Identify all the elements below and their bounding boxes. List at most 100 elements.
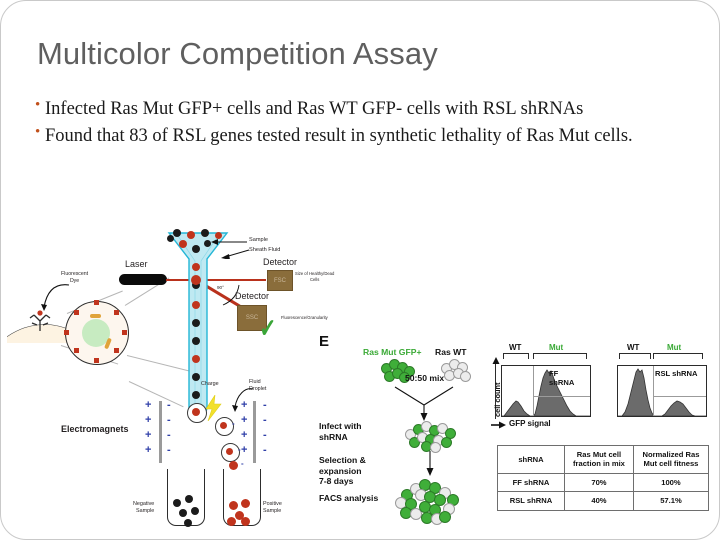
selection-line2: expansion — [319, 465, 362, 476]
sample-cell — [201, 229, 209, 237]
histogram-label-ff-line2: shRNA — [549, 378, 575, 388]
selection-line3: 7-8 days — [319, 476, 354, 487]
cell-in-stream — [192, 281, 200, 289]
figure-area: Fluorescent Dye Laser — [1, 229, 719, 539]
merge-arrow — [394, 386, 454, 421]
list-item: • Found that 83 of RSL genes tested resu… — [35, 123, 681, 149]
collected-cell — [184, 519, 192, 527]
cell-in-stream — [192, 263, 200, 271]
detector-fsc-label: Detector — [263, 257, 298, 267]
falling-cell-charge: - — [241, 459, 244, 468]
mixed-cell-clump-2 — [395, 479, 461, 525]
histogram-label-rsl-line1: RSL shRNA — [655, 369, 698, 378]
cell-shrna: RSL shRNA — [497, 491, 565, 511]
panel-e-workflow: E Ras Mut GFP+ Ras WT — [317, 333, 507, 533]
fsc-description-line2: Cells — [310, 276, 320, 282]
angle-indicator — [222, 284, 240, 306]
gate-bracket-mut — [653, 353, 703, 359]
surface-receptor — [94, 300, 99, 305]
column-header-shrna-line1: shRNA — [518, 454, 544, 464]
magnet-plus: + — [145, 414, 152, 426]
sample-label: Sample — [249, 237, 268, 243]
column-header-fraction-line2: fraction in mix — [573, 459, 625, 469]
cell-fraction: 40% — [564, 491, 634, 511]
negative-sample-line2: Sample — [136, 508, 155, 515]
sample-pointer — [211, 239, 247, 245]
collected-cell — [191, 507, 199, 515]
collected-cell — [241, 517, 250, 526]
ras-mut-label: Ras Mut GFP+ — [363, 347, 422, 357]
facs-histograms: cell count GFP signal WT Mut — [485, 343, 717, 435]
cell-shrna: FF shRNA — [497, 472, 565, 493]
gate-label-mut: Mut — [667, 343, 682, 352]
magnet-plate-right — [253, 401, 256, 463]
column-header-fitness-line1: Normalized Ras — [642, 450, 700, 459]
infect-step-label: Infect with shRNA — [319, 421, 362, 442]
cell-fitness: 100% — [632, 472, 710, 493]
facs-step-label: FACS analysis — [319, 493, 379, 503]
collected-cell — [179, 509, 187, 517]
results-table: shRNA Ras Mut cell fraction in mix Norma… — [497, 445, 710, 511]
sample-cell — [167, 235, 174, 242]
magnet-plus: + — [241, 444, 248, 456]
positive-sample-label: Positive Sample — [263, 501, 282, 516]
gate-bracket-wt — [503, 353, 529, 359]
cell-fitness: 57.1% — [632, 491, 710, 511]
cell-in-stream — [192, 301, 200, 309]
table-row: FF shRNA 70% 100% — [497, 472, 710, 493]
ssc-detector: SSC — [237, 305, 267, 331]
collected-cell — [227, 517, 236, 526]
fsc-detector-text: FSC — [274, 277, 286, 284]
gate-label-mut: Mut — [549, 343, 564, 352]
bullet-marker: • — [35, 97, 41, 113]
bullet-marker: • — [35, 124, 41, 141]
magnet-plus: + — [145, 429, 152, 441]
cell-in-droplet — [220, 422, 227, 429]
magnified-cell — [64, 300, 129, 365]
magnet-plus: + — [241, 414, 248, 426]
gate-bracket-wt — [619, 353, 651, 359]
histogram-panel-ff: WT Mut FF shRNA — [491, 343, 591, 419]
surface-receptor — [114, 310, 119, 315]
ssc-detector-text: SSC — [245, 315, 259, 321]
fluid-droplet-line2: Droplet — [249, 386, 267, 393]
charge-label: Charge — [201, 381, 219, 387]
electromagnets-label: Electromagnets — [61, 424, 129, 434]
sample-cell — [187, 231, 195, 239]
cell-in-stream — [192, 355, 200, 363]
sheath-pointer — [221, 249, 250, 259]
magnet-minus: - — [263, 444, 267, 456]
negative-sample-label: Negative Sample — [133, 501, 154, 516]
cell-in-stream — [192, 391, 200, 399]
cell-in-stream — [192, 245, 200, 253]
sample-cell — [204, 240, 211, 247]
cell-fraction: 70% — [564, 472, 634, 493]
negative-sample-line1: Negative — [133, 501, 155, 507]
laser-source — [119, 274, 167, 285]
table-header-row: shRNA Ras Mut cell fraction in mix Norma… — [497, 445, 710, 474]
fsc-detector: FSC — [267, 270, 293, 291]
detector-ssc-label: Detector — [235, 291, 270, 301]
cell-in-droplet — [192, 408, 200, 416]
fluorescent-dye-line2: Dye — [69, 278, 80, 285]
laser-beam — [166, 278, 266, 281]
histogram-trace-ff — [502, 369, 590, 416]
histogram-panel-rsl: WT Mut RSL shRNA — [607, 343, 707, 419]
positive-sample-line2: Sample — [263, 508, 282, 515]
mix-ratio-label: 50:50 mix — [405, 373, 445, 383]
sheath-fluid-label: Sheath Fluid — [249, 247, 281, 253]
mixed-cell-clump-1 — [405, 421, 456, 453]
collected-cell — [235, 511, 244, 520]
surface-receptor — [122, 330, 127, 335]
positive-sample-line1: Positive — [263, 501, 282, 507]
collected-cell — [185, 495, 193, 503]
histogram-plot-rsl — [617, 365, 707, 417]
collected-cell — [241, 499, 250, 508]
droplet-charge-sign: - — [238, 445, 241, 454]
surface-receptor — [74, 310, 79, 315]
infect-line2: shRNA — [319, 431, 348, 442]
magnet-plus: + — [241, 429, 248, 441]
magnet-minus: - — [167, 399, 171, 411]
column-header-shrna: shRNA — [497, 445, 565, 474]
